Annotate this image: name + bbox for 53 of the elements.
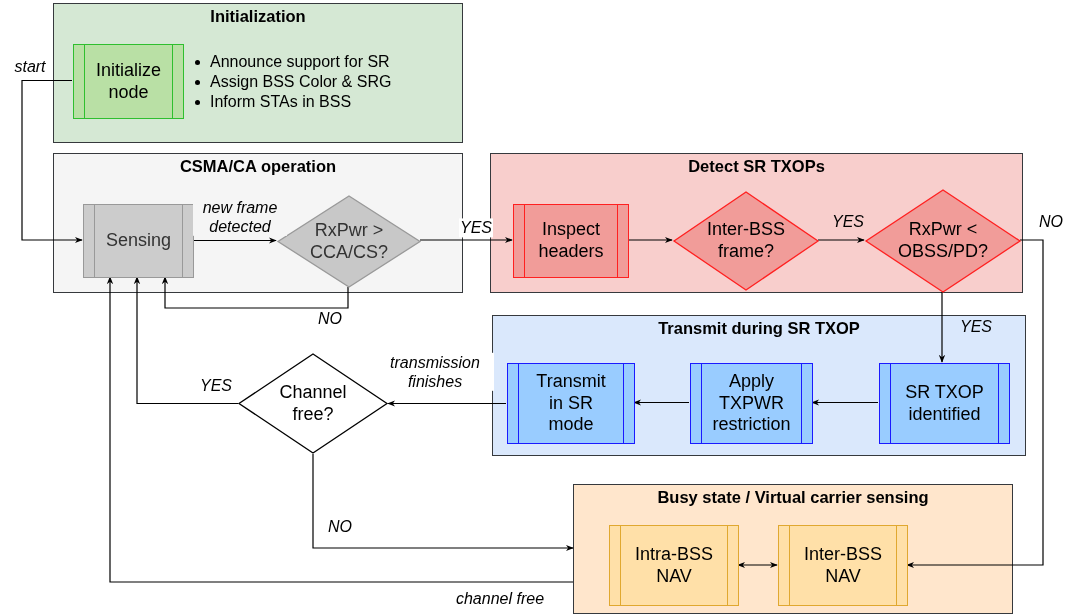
arrow — [133, 276, 239, 405]
decision-diamond — [865, 189, 1021, 293]
bullet-item: Inform STAs in BSS — [210, 93, 352, 110]
node-label: RxPwr > CCA/CS? — [309, 219, 389, 264]
group-panel — [490, 153, 1023, 293]
group-title: Transmit during SR TXOP — [658, 319, 860, 337]
group-title: Busy state / Virtual carrier sensing — [657, 488, 929, 506]
arrow — [21, 79, 83, 244]
arrow — [906, 239, 1044, 569]
arrow — [419, 236, 513, 244]
group-panel — [53, 153, 463, 293]
node-label: Initialize node — [95, 59, 162, 104]
process-box — [513, 204, 629, 278]
process-box — [879, 363, 1010, 444]
process-box — [83, 204, 194, 278]
arrow — [633, 399, 690, 406]
arrow — [627, 236, 673, 244]
arrow — [737, 561, 778, 569]
node-label: Inter-BSS frame? — [706, 219, 786, 263]
group-title: CSMA/CA operation — [179, 157, 337, 175]
group-panel — [492, 315, 1026, 456]
process-box — [778, 525, 908, 606]
group-title: Detect SR TXOPs — [688, 157, 825, 175]
node-label: RxPwr < OBSS/PD? — [896, 219, 989, 263]
decision-diamond — [673, 191, 819, 291]
arrow — [387, 400, 507, 407]
node-label: Apply TXPWR restriction — [711, 371, 792, 436]
arrow — [811, 399, 879, 406]
process-box — [73, 44, 184, 119]
node-label: SR TXOP identified — [904, 381, 985, 426]
node-label: Inspect headers — [537, 219, 605, 263]
decision-diamond — [238, 353, 388, 454]
arrow — [106, 276, 574, 583]
node-label: Transmit in SR mode — [536, 371, 606, 436]
node-label: Channel free? — [278, 381, 348, 426]
node-label: Intra-BSS NAV — [634, 543, 714, 588]
node-label: Inter-BSS NAV — [803, 543, 883, 588]
arrow — [817, 236, 865, 244]
group-panel — [53, 3, 463, 143]
process-box — [690, 363, 813, 444]
group-panel — [573, 484, 1013, 614]
bullet-item: Assign BSS Color & SRG — [210, 73, 392, 90]
bullet-item: Announce support for SR — [210, 53, 390, 70]
arrow — [312, 453, 574, 552]
process-box — [507, 363, 635, 444]
node-label: Sensing — [105, 230, 172, 252]
edge-label: YES — [459, 218, 493, 238]
process-box — [609, 525, 739, 606]
arrow — [161, 276, 349, 309]
arrow — [192, 237, 277, 244]
decision-diamond — [277, 195, 421, 288]
arrow — [938, 291, 946, 363]
group-title: Initialization — [210, 7, 306, 25]
